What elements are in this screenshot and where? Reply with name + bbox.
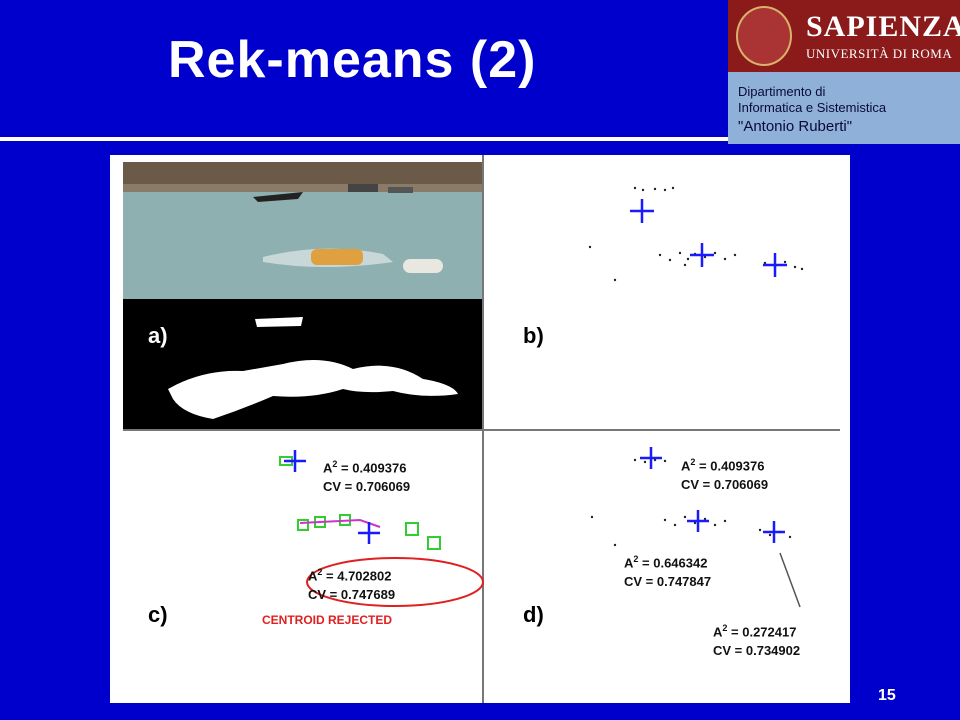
panel-label-c: c) xyxy=(148,602,168,627)
logo-name: SAPIENZA xyxy=(806,10,960,43)
scatter-points-b xyxy=(588,186,804,282)
stat-c-bottom: A2 = 4.702802 CV = 0.747689 xyxy=(308,567,396,603)
page-number: 15 xyxy=(878,687,896,704)
centroid-rejected-label: CENTROID REJECTED xyxy=(262,613,393,627)
department-line-2: Informatica e Sistemistica xyxy=(738,100,887,115)
canal-photo xyxy=(123,162,483,299)
centroids-d xyxy=(640,447,785,543)
annotation-arrow xyxy=(779,552,801,608)
horizontal-divider xyxy=(123,429,840,431)
rejected-ellipse xyxy=(306,557,484,607)
panel-label-a: a) xyxy=(148,323,168,348)
stat-d-bottom: A2 = 0.272417 CV = 0.734902 xyxy=(713,623,801,659)
centroids-c xyxy=(284,450,380,544)
title-divider xyxy=(0,137,960,141)
panel-label-d: d) xyxy=(523,602,544,627)
stat-d-mid: A2 = 0.646342 CV = 0.747847 xyxy=(624,554,712,590)
cluster-plots xyxy=(279,186,804,608)
university-logo: SAPIENZA UNIVERSITÀ DI ROMA xyxy=(728,0,960,72)
slide-title: Rek-means (2) xyxy=(168,31,537,89)
mask-art xyxy=(168,317,458,419)
seal-icon xyxy=(736,6,792,66)
figure-panel: a) b) c) d) A2 = 0.409376 CV = 0.706069 … xyxy=(110,155,850,703)
department-line-3: "Antonio Ruberti" xyxy=(738,118,853,135)
canal-photo-art xyxy=(123,162,483,299)
department-line-1: Dipartimento di xyxy=(738,84,826,99)
stat-d-top: A2 = 0.409376 CV = 0.706069 xyxy=(681,457,769,493)
logo-university: UNIVERSITÀ DI ROMA xyxy=(806,46,953,61)
magenta-path-c xyxy=(299,518,381,528)
segmentation-mask xyxy=(123,299,483,429)
stat-c-top: A2 = 0.409376 CV = 0.706069 xyxy=(323,459,411,495)
panel-label-b: b) xyxy=(523,323,544,348)
centroids-b xyxy=(630,199,787,277)
department-banner: Dipartimento di Informatica e Sistemisti… xyxy=(728,72,960,144)
